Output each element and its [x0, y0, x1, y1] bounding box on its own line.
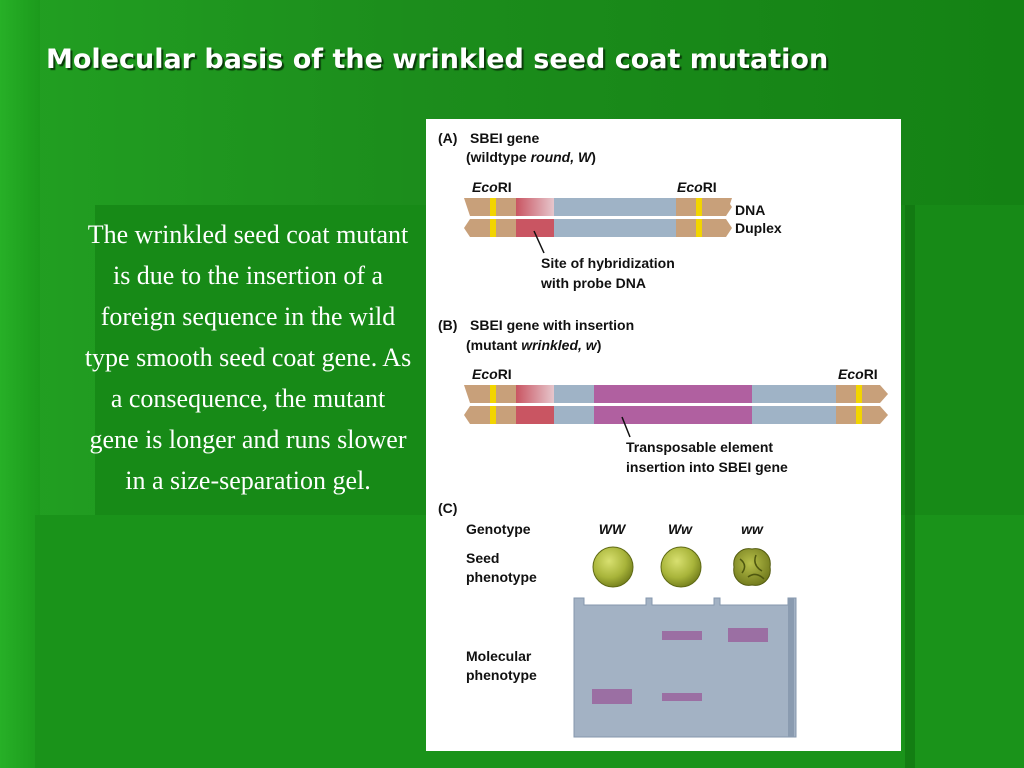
ecori-site: [696, 219, 702, 237]
panel-a-callout-line2: with probe DNA: [540, 275, 646, 291]
panel-b-subtitle: (mutant wrinkled, w): [466, 337, 601, 353]
panel-a-dna-duplex: [464, 198, 732, 237]
gel: [573, 597, 797, 738]
strand-a2-probe-site: [516, 219, 554, 237]
seed-round: [660, 546, 702, 588]
strand-a1-arrow: [726, 198, 732, 216]
strand-a1-gene: [554, 198, 676, 216]
background-shadow: [905, 205, 915, 768]
strand-a2-flank-left: [464, 219, 498, 237]
panel-b-callout-line2: insertion into SBEI gene: [626, 459, 788, 475]
gel-band-large: [728, 628, 768, 642]
panel-b-dna-duplex: [464, 385, 888, 424]
panel-a-ecori-right: EcoRI: [677, 179, 717, 195]
figure-panel: (A) SBEI gene (wildtype round, W) EcoRI …: [426, 119, 901, 751]
dna-label: DNA: [735, 202, 765, 218]
ecori-site: [856, 385, 862, 403]
panel-a-title: SBEI gene: [470, 130, 539, 146]
gel-band-small: [662, 693, 702, 701]
panel-a-letter: (A): [438, 130, 457, 146]
molecular-phenotype-label-1: Molecular: [466, 648, 532, 664]
background-left-stripe: [0, 0, 40, 768]
panel-a-ecori-left: EcoRI: [472, 179, 512, 195]
panel-b-callout-line: [621, 416, 631, 438]
slide-title: Molecular basis of the wrinkled seed coa…: [46, 44, 829, 75]
genotype-label: Genotype: [466, 521, 531, 537]
genotype-ww-recessive: ww: [741, 521, 764, 537]
strand-b1-probe-site: [516, 385, 554, 403]
seed-wrinkle-lines: [739, 554, 765, 580]
genotype-ww-heterozygous: Ww: [668, 521, 693, 537]
strand-b2-insertion: [594, 406, 752, 424]
duplex-label: Duplex: [735, 220, 782, 236]
seed-round: [592, 546, 634, 588]
ecori-site: [490, 406, 496, 424]
panel-b-callout-line1: Transposable element: [626, 439, 773, 455]
panel-a-subtitle: (wildtype round, W): [466, 149, 596, 165]
strand-b1-insertion: [594, 385, 752, 403]
panel-c-letter: (C): [438, 500, 457, 516]
ecori-site: [696, 198, 702, 216]
panel-b-title: SBEI gene with insertion: [470, 317, 634, 333]
gel-band-large: [662, 631, 702, 640]
ecori-site: [490, 385, 496, 403]
panel-a-callout-line1: Site of hybridization: [541, 255, 675, 271]
ecori-site: [490, 219, 496, 237]
gel-band-small: [592, 689, 632, 704]
ecori-site: [490, 198, 496, 216]
figure-diagram: (A) SBEI gene (wildtype round, W) EcoRI …: [438, 130, 888, 738]
strand-a2-gene: [554, 219, 676, 237]
seed-wrinkled: [733, 548, 771, 586]
panel-b-ecori-right: EcoRI: [838, 366, 878, 382]
panel-a-callout-line: [533, 230, 545, 254]
molecular-phenotype-label-2: phenotype: [466, 667, 537, 683]
strand-b2-probe-site: [516, 406, 554, 424]
genotype-ww-dominant: WW: [599, 521, 627, 537]
strand-a1-flank-left: [464, 198, 498, 216]
ecori-site: [856, 406, 862, 424]
strand-a1-probe-site: [516, 198, 554, 216]
panel-b-letter: (B): [438, 317, 457, 333]
body-text: The wrinkled seed coat mutant is due to …: [84, 220, 412, 495]
seed-phenotype-label-1: Seed: [466, 550, 499, 566]
seed-phenotype-label-2: phenotype: [466, 569, 537, 585]
panel-b-ecori-left: EcoRI: [472, 366, 512, 382]
